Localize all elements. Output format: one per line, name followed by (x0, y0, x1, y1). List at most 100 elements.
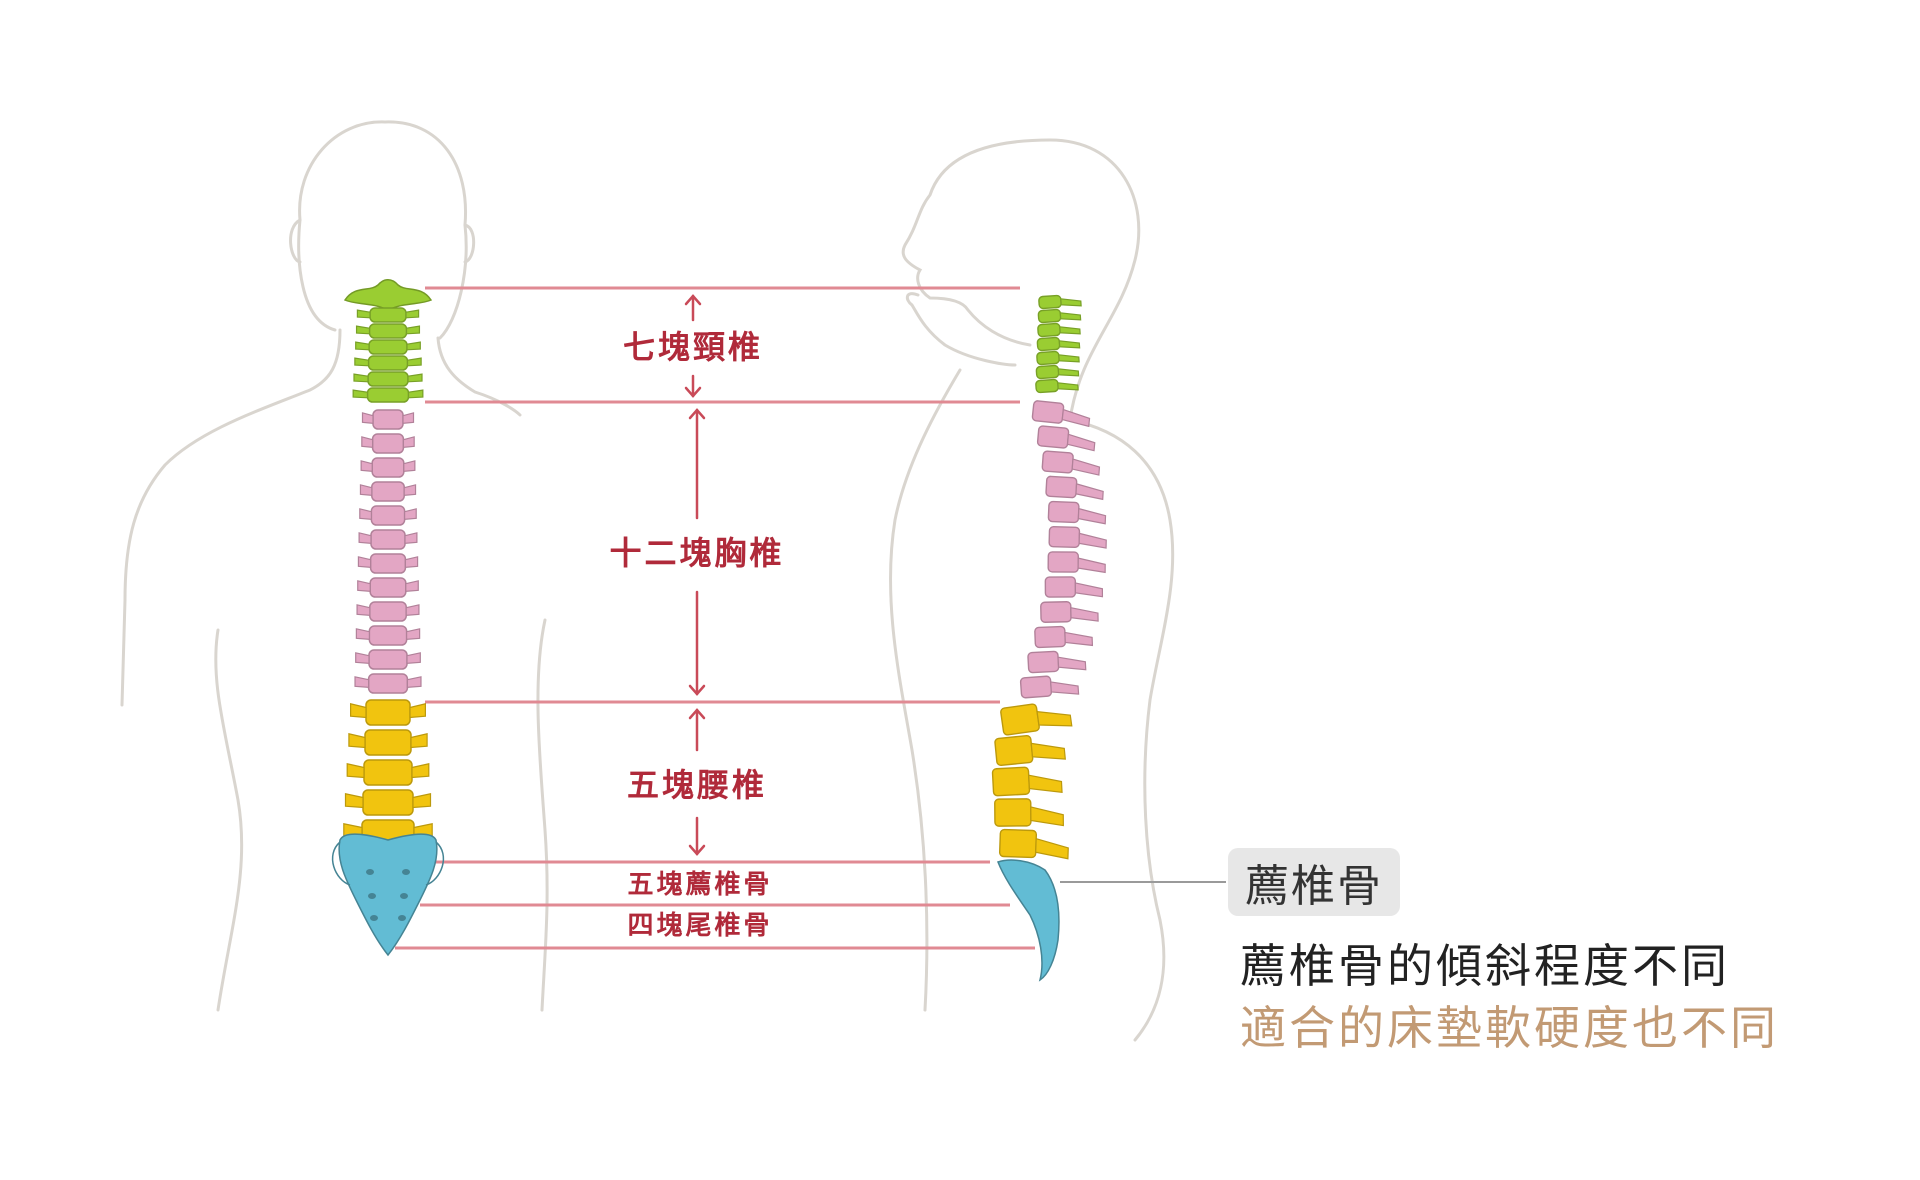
front-lumbar-vertebra (365, 699, 411, 726)
front-sacrum (338, 833, 438, 957)
front-cervical-vertebra-right-process (406, 357, 422, 367)
side-thoracic-vertebra-spinous-process (1071, 458, 1101, 476)
front-thoracic-vertebra (369, 553, 407, 574)
front-lumbar-vertebra (363, 759, 413, 786)
side-lumbar-vertebra (991, 766, 1063, 797)
side-cervical-vertebra-spinous-process (1057, 382, 1079, 391)
side-lumbar-vertebra-body (998, 828, 1038, 859)
front-cervical-vertebra-left-process (355, 325, 371, 335)
side-lumbar-vertebra-spinous-process (1036, 710, 1073, 727)
side-thoracic-vertebra-spinous-process (1070, 606, 1099, 622)
side-thoracic-vertebra (1027, 650, 1087, 674)
side-thoracic-vertebra (1019, 675, 1080, 699)
front-thoracic-vertebra-right-process (403, 460, 416, 472)
side-thoracic-vertebra-body (1040, 601, 1072, 623)
side-cervical-vertebra-body (1036, 350, 1060, 366)
side-cervical-vertebra (1036, 336, 1081, 352)
front-thoracic-vertebra-left-process (361, 436, 374, 448)
front-thoracic-vertebra (368, 625, 408, 646)
front-lumbar-vertebra-left-process (348, 732, 366, 749)
label-sacral: 五塊薦椎骨 (627, 870, 772, 900)
front-thoracic-vertebra-right-process (406, 628, 421, 640)
front-sacral-foramen (370, 915, 378, 921)
side-cervical-vertebra (1035, 364, 1080, 380)
range-arrows (684, 294, 706, 856)
front-lumbar-vertebra-right-process (412, 793, 432, 809)
sacrum-tag: 薦椎骨 (1228, 848, 1400, 916)
side-cervical-vertebra-body (1038, 294, 1062, 310)
front-cervical-vertebra-left-process (353, 373, 369, 383)
front-thoracic-vertebra (368, 649, 408, 670)
front-thoracic-vertebra-right-process (405, 580, 419, 592)
side-thoracic-vertebra-spinous-process (1064, 631, 1094, 647)
side-lumbar-vertebra (1000, 703, 1073, 736)
front-thoracic-vertebra-right-process (402, 436, 415, 448)
side-cervical-vertebra-spinous-process (1060, 298, 1082, 307)
front-cervical-vertebra-left-process (355, 341, 370, 351)
side-cervical-vertebra (1037, 322, 1081, 338)
side-lumbar-vertebra (994, 798, 1064, 827)
side-thoracic-vertebra-body (1041, 450, 1074, 474)
front-sacral-foramen (398, 915, 406, 921)
front-thoracic-vertebra-left-process (354, 676, 370, 688)
front-atlas (343, 279, 433, 311)
front-thoracic-vertebra-left-process (357, 556, 372, 568)
front-thoracic-vertebra (371, 457, 405, 478)
front-sacral-foramen (400, 893, 408, 899)
back-view-body-outline (120, 120, 549, 1012)
front-lumbar-vertebra (364, 729, 412, 756)
label-lumbar: 五塊腰椎 (627, 766, 767, 804)
side-cervical-vertebra-body (1035, 364, 1060, 380)
side-cervical-vertebra-body (1037, 322, 1061, 338)
front-thoracic-vertebra (367, 673, 409, 694)
side-cervical-vertebra-spinous-process (1059, 312, 1082, 321)
label-thoracic: 十二塊胸椎 (609, 534, 784, 572)
front-cervical-vertebra-right-process (405, 325, 421, 335)
front-lumbar-vertebra-left-process (350, 702, 367, 719)
front-cervical-vertebra-right-process (407, 389, 424, 399)
label-coccyx: 四塊尾椎骨 (627, 911, 772, 941)
side-cervical-vertebra-body (1036, 336, 1061, 352)
front-thoracic-vertebra-right-process (404, 532, 418, 544)
side-view-spine (991, 294, 1107, 982)
side-thoracic-vertebra-body (1048, 526, 1081, 548)
side-thoracic-vertebra-spinous-process (1066, 433, 1096, 452)
front-cervical-vertebra-left-process (356, 309, 371, 319)
side-thoracic-vertebra-spinous-process (1077, 557, 1106, 574)
side-cervical-vertebra-spinous-process (1058, 354, 1080, 363)
side-thoracic-vertebra (1036, 425, 1096, 452)
side-thoracic-vertebra-spinous-process (1077, 507, 1107, 525)
side-thoracic-vertebra-spinous-process (1057, 656, 1087, 671)
front-thoracic-vertebra (371, 481, 405, 502)
side-cervical-vertebra (1038, 294, 1082, 310)
front-sacrum-right-wing (425, 841, 445, 886)
side-lumbar-vertebra-spinous-process (1030, 806, 1064, 827)
front-lumbar-vertebra-right-process (409, 702, 426, 719)
side-lumbar-vertebra-body (991, 766, 1031, 797)
side-lumbar-vertebra-body (1000, 703, 1040, 736)
front-thoracic-vertebra-left-process (360, 460, 373, 472)
side-lumbar-vertebra (994, 735, 1066, 766)
front-thoracic-vertebra-left-process (355, 628, 370, 640)
front-sacrum-left-wing (331, 841, 351, 886)
front-sacral-foramen (402, 869, 410, 875)
note-line-1: 薦椎骨的傾斜程度不同 (1240, 939, 1730, 993)
side-cervical-vertebra (1035, 378, 1079, 394)
note-line-2: 適合的床墊軟硬度也不同 (1240, 1001, 1779, 1055)
side-thoracic-vertebra-body (1034, 625, 1066, 649)
side-cervical-vertebra-body (1035, 378, 1059, 394)
front-thoracic-vertebra (369, 577, 407, 598)
side-cervical-vertebra-spinous-process (1059, 326, 1081, 335)
front-thoracic-vertebra-left-process (361, 412, 374, 424)
front-thoracic-vertebra-left-process (359, 484, 373, 496)
side-thoracic-vertebra (1044, 576, 1104, 598)
side-thoracic-vertebra-body (1019, 675, 1053, 699)
side-thoracic-vertebra-body (1045, 475, 1078, 499)
side-thoracic-vertebra (1047, 551, 1106, 574)
side-cervical-vertebra (1036, 350, 1080, 366)
side-cervical-vertebra-spinous-process (1057, 368, 1080, 377)
side-lumbar-vertebra-spinous-process (1028, 774, 1063, 794)
front-sacral-foramen (366, 869, 374, 875)
front-thoracic-vertebra-left-process (358, 532, 372, 544)
